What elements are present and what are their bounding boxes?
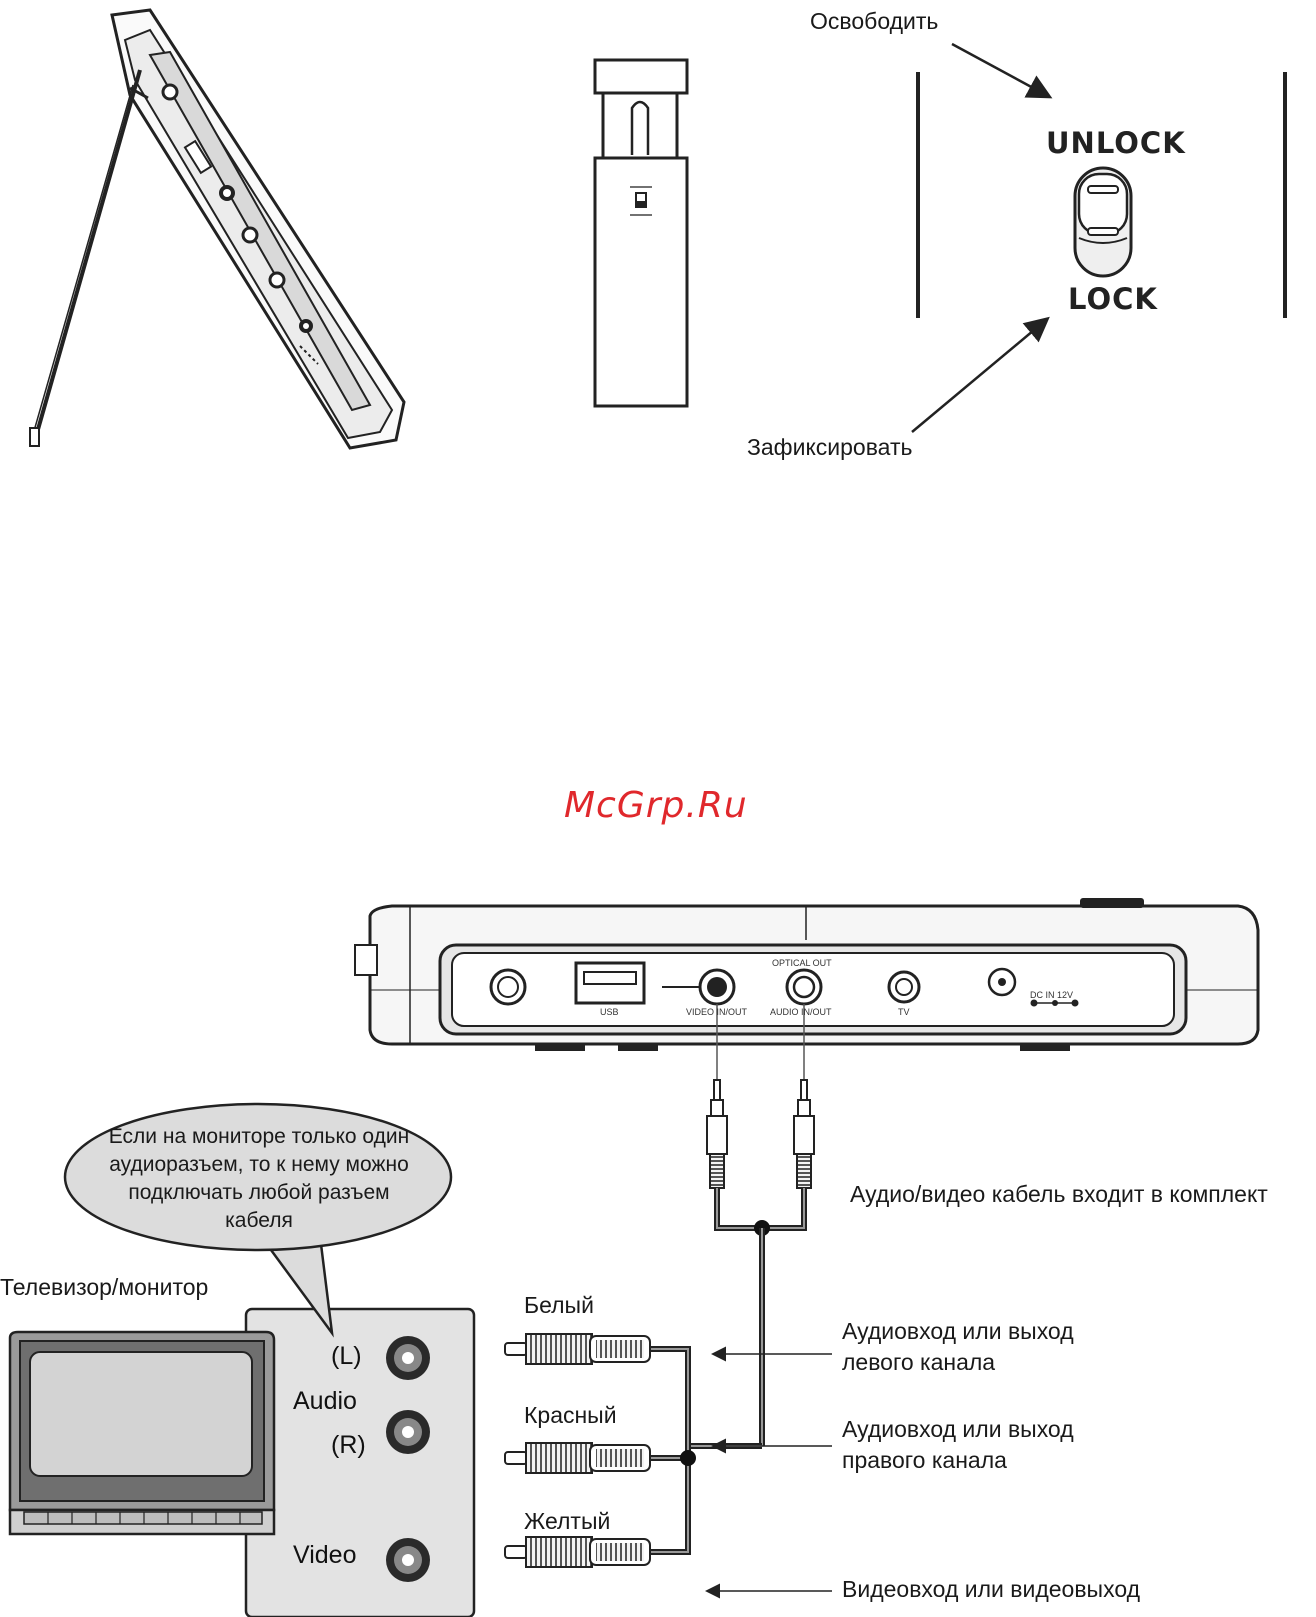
device-rear-panel: [354, 898, 1260, 1051]
rca-plug-white: [504, 1333, 651, 1365]
dc-in-label: DC IN 12V: [1030, 990, 1074, 1000]
unlock-label: UNLOCK: [1046, 126, 1186, 160]
jack-left-label: (L): [331, 1342, 362, 1370]
left-audio-desc-line2: левого канала: [842, 1349, 996, 1375]
usb-port-label: USB: [600, 1007, 619, 1017]
rca-plug-yellow: [504, 1536, 651, 1568]
audio-port-label: AUDIO IN/OUT: [770, 1007, 832, 1017]
tv-monitor: [8, 1330, 276, 1536]
left-audio-desc-line1: Аудиовход или выход: [842, 1318, 1074, 1344]
yellow-plug-label: Желтый: [524, 1508, 611, 1534]
video-port-label: VIDEO IN/OUT: [686, 1007, 748, 1017]
rca-plug-red: [504, 1442, 651, 1474]
white-plug-label: Белый: [524, 1292, 594, 1318]
right-audio-desc-line2: правого канала: [842, 1447, 1007, 1473]
speech-bubble: [63, 1102, 453, 1338]
jack-right-label: (R): [331, 1431, 366, 1459]
switch-module: [593, 58, 689, 408]
device-side-view: [29, 8, 406, 450]
jack-audio-label: Audio: [293, 1387, 357, 1415]
speech-bubble-text: Если на мониторе только один аудиоразъем…: [108, 1125, 410, 1232]
tv-monitor-label: Телевизор/монитор: [0, 1274, 209, 1300]
right-audio-desc-line1: Аудиовход или выход: [842, 1416, 1074, 1442]
jack-video-label: Video: [293, 1541, 357, 1569]
release-label: Освободить: [810, 8, 939, 34]
tv-port-label: TV: [898, 1007, 910, 1017]
description-arrows: [705, 1346, 832, 1599]
tv-jack-panel: [244, 1307, 476, 1617]
lock-switch-detail: [911, 42, 1287, 433]
cable-note: Аудио/видео кабель входит в комплект: [850, 1181, 1268, 1207]
optical-out-label: OPTICAL OUT: [772, 958, 832, 968]
fix-label: Зафиксировать: [747, 434, 913, 460]
video-desc: Видеовход или видеовыход: [842, 1576, 1141, 1602]
watermark-logo: McGrp.Ru: [564, 785, 748, 826]
red-plug-label: Красный: [524, 1402, 617, 1428]
lock-label: LOCK: [1068, 282, 1158, 316]
